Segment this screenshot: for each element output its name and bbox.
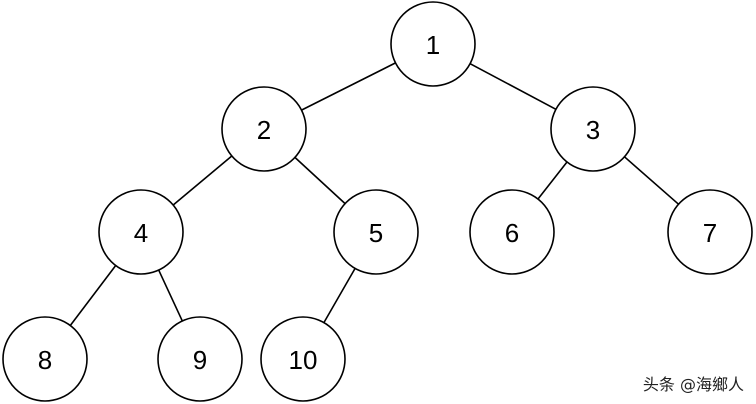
tree-node-label: 7: [703, 218, 717, 248]
tree-node-label: 3: [586, 115, 600, 145]
tree-edge-n4-n8: [69, 265, 117, 326]
tree-edge-n4-n9: [157, 269, 184, 322]
tree-node-label: 1: [426, 30, 440, 60]
tree-node-circle: [260, 316, 346, 402]
tree-node-label: 4: [134, 218, 148, 248]
tree-node-label: 5: [369, 218, 383, 248]
tree-node-circle: [667, 189, 753, 275]
tree-node-1: 1: [390, 1, 476, 87]
watermark-text: 头条 @海鄉人: [642, 375, 744, 394]
tree-edges: [69, 62, 680, 326]
tree-node-8: 8: [2, 316, 88, 402]
tree-edge-n5-n10: [323, 268, 356, 323]
tree-node-3: 3: [550, 86, 636, 172]
tree-edge-n1-n2: [301, 62, 396, 111]
tree-node-6: 6: [469, 189, 555, 275]
tree-edge-n2-n4: [172, 155, 233, 206]
tree-node-circle: [390, 1, 476, 87]
tree-node-9: 9: [157, 316, 243, 402]
tree-edge-n1-n3: [469, 62, 557, 111]
tree-edge-n3-n7: [623, 156, 680, 205]
tree-node-circle: [221, 86, 307, 172]
tree-node-label: 9: [193, 345, 207, 375]
tree-node-circle: [98, 189, 184, 275]
tree-edge-n2-n5: [294, 156, 346, 205]
tree-node-2: 2: [221, 86, 307, 172]
tree-node-circle: [550, 86, 636, 172]
tree-node-circle: [157, 316, 243, 402]
tree-node-4: 4: [98, 189, 184, 275]
tree-node-circle: [2, 316, 88, 402]
tree-node-circle: [469, 189, 555, 275]
tree-node-10: 10: [260, 316, 346, 402]
tree-node-label: 2: [257, 115, 271, 145]
tree-node-7: 7: [667, 189, 753, 275]
tree-node-label: 6: [505, 218, 519, 248]
tree-node-label: 10: [289, 345, 318, 375]
tree-node-circle: [333, 189, 419, 275]
tree-node-5: 5: [333, 189, 419, 275]
tree-edge-n3-n6: [537, 161, 568, 200]
tree-node-label: 8: [38, 345, 52, 375]
